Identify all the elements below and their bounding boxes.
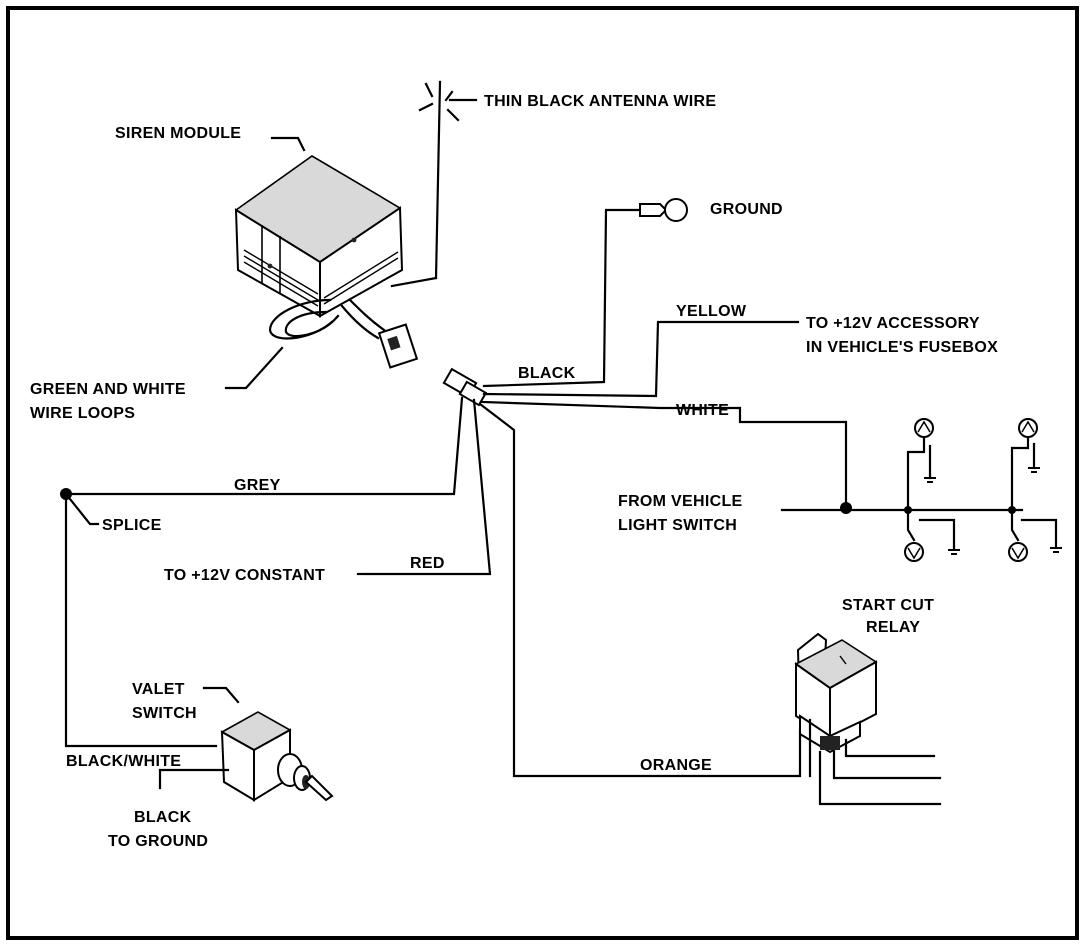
label-grey: GREY [234,477,281,494]
label-constant: TO +12V CONSTANT [164,567,325,584]
label-accessory-2: IN VEHICLE'S FUSEBOX [806,339,998,356]
label-black-ground-2: TO GROUND [108,833,208,850]
lamp-group-2 [1008,418,1062,562]
label-black: BLACK [518,365,576,382]
label-antenna: THIN BLACK ANTENNA WIRE [484,93,716,110]
label-white: WHITE [676,402,729,419]
label-ground: GROUND [710,201,783,218]
antenna-wire [390,80,478,288]
lamp-group-1 [904,418,960,562]
label-green-white-1: GREEN AND WHITE [30,381,186,398]
label-splice: SPLICE [102,517,162,534]
label-black-white: BLACK/WHITE [66,753,181,770]
label-valet-2: SWITCH [132,705,197,722]
ground-terminal [639,198,688,222]
label-yellow: YELLOW [676,303,747,320]
label-from-light-1: FROM VEHICLE [618,493,743,510]
label-start-cut-2: RELAY [866,619,920,636]
grey-wire [64,396,464,496]
start-cut-relay [794,632,942,806]
black-white-wire [64,492,218,748]
diagram-frame [6,6,1079,940]
label-valet-1: VALET [132,681,185,698]
white-wire [480,400,848,510]
siren-module [234,155,419,369]
black-wire [482,208,642,388]
label-siren-module: SIREN MODULE [115,125,241,142]
valet-switch [158,686,334,802]
label-orange: ORANGE [640,757,712,774]
label-black-ground-1: BLACK [134,809,192,826]
red-wire [364,398,492,576]
label-accessory-1: TO +12V ACCESSORY [806,315,980,332]
wire-connector [442,367,488,407]
label-green-white-2: WIRE LOOPS [30,405,135,422]
label-red: RED [410,555,445,572]
label-start-cut-1: START CUT [842,597,934,614]
orange-wire [478,402,802,778]
yellow-wire [482,320,800,398]
label-from-light-2: LIGHT SWITCH [618,517,737,534]
